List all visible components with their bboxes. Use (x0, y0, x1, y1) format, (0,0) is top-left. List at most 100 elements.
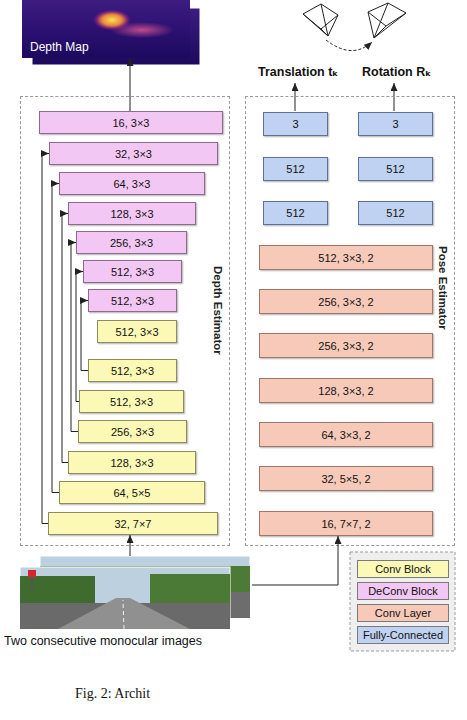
output-arrow (295, 83, 296, 111)
conv-layer: 256, 3×3, 2 (259, 333, 433, 358)
deconv-block: 512, 3×3 (83, 260, 182, 283)
node-text: 128, 3×3, 2 (318, 385, 373, 397)
connector-arrow (62, 214, 68, 463)
node-text: 3 (292, 118, 298, 130)
fc-layer: 512 (358, 157, 433, 181)
node-text: 16, 3×3 (112, 117, 149, 129)
node-text: Pose Estimator (437, 246, 449, 330)
fc-layer: 3 (263, 112, 328, 136)
deconv-block: 256, 3×3 (76, 231, 187, 254)
fc-layer: 512 (263, 157, 328, 181)
illustration-part (20, 567, 230, 629)
node-text: 512, 3×3 (111, 365, 154, 377)
connector-arrow (130, 535, 131, 556)
legend-text: DeConv Block (368, 585, 438, 597)
node-text: 128, 3×3 (110, 457, 153, 469)
connector-arrow (76, 272, 83, 402)
node-text: 64, 3×3, 2 (321, 429, 370, 441)
illustration-part (374, 26, 386, 38)
illustration-part (31, 577, 33, 591)
output-arrow (394, 83, 395, 111)
estimator-group: Depth Estimator 16, 3×3 32, 3×3 64, 3×3 128,… (20, 96, 230, 546)
illustration-part (368, 12, 374, 38)
connector-arrow (130, 58, 131, 111)
output-label: Rotation Rₖ (362, 64, 431, 79)
node-text: 256, 3×3 (111, 426, 154, 438)
node-text: 3 (392, 118, 398, 130)
conv-layer: 64, 3×3, 2 (259, 422, 433, 447)
node-text: 256, 3×3, 2 (318, 296, 373, 308)
node-text: 512, 3×3 (115, 326, 158, 338)
illustration-part (326, 40, 372, 51)
node-text: Two consecutive monocular images (4, 634, 202, 648)
legend-text: Conv Block (375, 563, 431, 575)
connector-arrow (71, 243, 78, 432)
deconv-block: 16, 3×3 (39, 111, 223, 134)
conv-block: 512, 3×3 (97, 320, 177, 343)
node-text: 32, 3×3 (115, 148, 152, 160)
illustration-part (321, 29, 328, 36)
node-text: Depth Map (30, 40, 89, 54)
illustration-part (328, 15, 338, 36)
estimator-group: Pose Estimator 3 3 512 512 512 512 512, 3×3, 2 2… (245, 96, 455, 546)
conv-block: 512, 3×3 (88, 359, 177, 382)
deconv-block: 32, 3×3 (49, 142, 218, 165)
figure-caption: Fig. 2: Archit (75, 686, 150, 702)
connector-arrow (42, 154, 49, 524)
conv-block: 64, 5×5 (59, 481, 205, 504)
node-text: 512 (286, 163, 304, 175)
fc-layer: 3 (358, 112, 433, 136)
node-text: 256, 3×3 (110, 237, 153, 249)
node-text: 16, 7×7, 2 (321, 518, 370, 530)
node-text: 512, 3×3 (110, 396, 153, 408)
node-text: Depth Estimator (212, 266, 224, 355)
depth-map-image: Depth Map (22, 0, 190, 58)
node-text: 256, 3×3, 2 (318, 340, 373, 352)
photo-front (20, 567, 230, 629)
conv-layer: 32, 5×5, 2 (259, 466, 433, 491)
legend-swatch: DeConv Block (357, 582, 449, 600)
conv-block: 32, 7×7 (48, 512, 218, 535)
node-text: 128, 3×3 (110, 208, 153, 220)
illustration-part (28, 570, 36, 577)
node-text: 512, 3×3 (111, 295, 154, 307)
node-text: 512 (386, 207, 404, 219)
legend-swatch: Conv Layer (357, 604, 449, 622)
illustration-part (321, 4, 328, 36)
node-text: 512, 3×3 (111, 266, 154, 278)
node-text: 64, 5×5 (113, 487, 150, 499)
node-text: 64, 3×3 (113, 178, 150, 190)
node-text: 512 (386, 163, 404, 175)
node-text: 512, 3×3, 2 (318, 252, 373, 264)
legend-box (350, 552, 455, 651)
deconv-block: 128, 3×3 (68, 202, 196, 225)
node-text: 32, 7×7 (114, 518, 151, 530)
illustration-part (374, 13, 406, 38)
connector-arrow (252, 536, 338, 585)
connector-arrow (52, 184, 59, 493)
input-images: Two consecutive monocular images (4, 556, 252, 650)
illustration-part (123, 600, 124, 629)
conv-layer: 512, 3×3, 2 (259, 245, 433, 270)
conv-block: 128, 3×3 (68, 451, 196, 474)
deconv-block: 512, 3×3 (88, 289, 177, 312)
legend-text: Fully-Connected (363, 629, 443, 641)
fc-layer: 512 (358, 201, 433, 225)
conv-block: 256, 3×3 (78, 420, 187, 443)
conv-layer: 128, 3×3, 2 (259, 378, 433, 403)
illustration-part (20, 576, 95, 604)
fc-layer: 512 (263, 201, 328, 225)
camera-frustums (303, 3, 406, 51)
illustration-part (58, 598, 190, 629)
node-text: 512 (286, 207, 304, 219)
legend-text: Conv Layer (375, 607, 431, 619)
illustration-part (150, 574, 230, 604)
legend-swatch: Fully-Connected (357, 626, 449, 644)
legend-swatch: Conv Block (357, 560, 449, 578)
output-label: Translation tₖ (258, 64, 338, 79)
node-text: 32, 5×5, 2 (321, 473, 370, 485)
connector-arrow (81, 301, 88, 371)
deconv-block: 64, 3×3 (59, 172, 205, 195)
